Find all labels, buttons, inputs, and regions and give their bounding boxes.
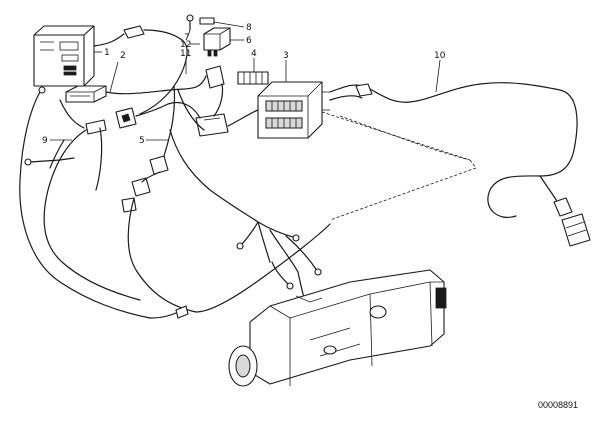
left-cable-loop[interactable]: [19, 86, 189, 319]
right-cable-harness[interactable]: [329, 82, 591, 247]
callout-3: 3: [283, 51, 289, 61]
relay-part[interactable]: [203, 27, 231, 57]
fuse-box-part[interactable]: [257, 81, 330, 139]
callout-12: 12: [180, 40, 191, 50]
heater-fanout-wiring[interactable]: [236, 221, 322, 299]
callout-6: 6: [246, 36, 252, 46]
control-unit-part[interactable]: [33, 25, 95, 87]
heater-unit-part[interactable]: [228, 269, 447, 387]
callout-4: 4: [251, 49, 257, 59]
callout-1: 1: [104, 48, 110, 58]
relay-connector-part[interactable]: [65, 85, 107, 103]
main-wiring-harness[interactable]: [93, 29, 331, 313]
callout-10: 10: [434, 51, 446, 61]
harness-connector-f[interactable]: [131, 177, 151, 197]
clip-part[interactable]: [199, 17, 215, 25]
harness-connector-c[interactable]: [205, 65, 225, 89]
callout-7: 7: [184, 33, 190, 43]
callout-5: 5: [139, 136, 145, 146]
document-id: 00008891: [538, 400, 578, 410]
harness-connector-b[interactable]: [115, 107, 137, 129]
dashed-reference-lines: [321, 111, 477, 221]
callout-8: 8: [246, 23, 252, 33]
harness-connector-e[interactable]: [149, 155, 169, 175]
harness-connector-a[interactable]: [123, 25, 145, 39]
callout-leaders: [50, 21, 441, 141]
callout-11: 11: [180, 49, 191, 59]
screw-part[interactable]: [186, 14, 194, 31]
callout-2: 2: [120, 51, 126, 61]
harness-connector-h[interactable]: [85, 119, 107, 135]
harness-connector-d[interactable]: [195, 113, 229, 137]
fuse-strip-part[interactable]: [237, 71, 269, 85]
callout-9: 9: [42, 136, 48, 146]
